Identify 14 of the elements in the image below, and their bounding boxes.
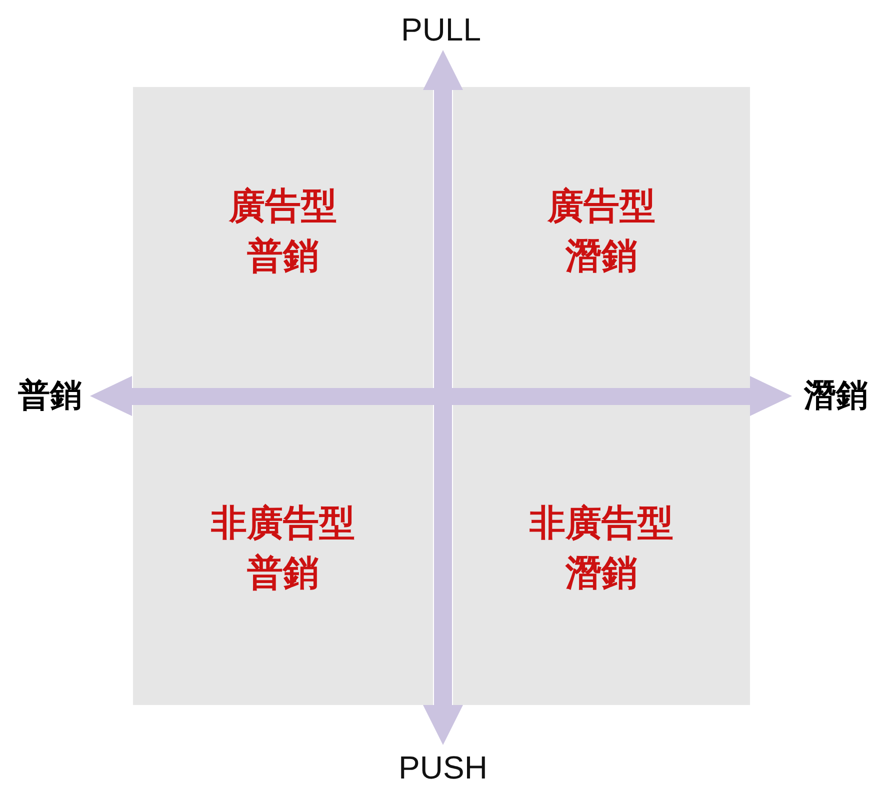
quadrant-label: 廣告型普銷 [228,184,338,278]
axis-label: 潛銷 [804,374,868,418]
axis-label: PUSH [398,750,488,785]
quadrant-box [133,405,433,705]
quadrant-label: 廣告型潛銷 [546,184,656,278]
axis-arrow [90,376,792,416]
axis-arrow [423,50,463,745]
quadrant-label: 非廣告型潛銷 [528,502,674,596]
quadrant-box [453,87,750,388]
quadrant-box [453,405,750,705]
axis-label: PULL [400,12,482,48]
quadrant-label: 非廣告型普銷 [210,502,356,596]
axis-label: 普銷 [18,374,82,418]
quadrant-box [133,87,433,388]
